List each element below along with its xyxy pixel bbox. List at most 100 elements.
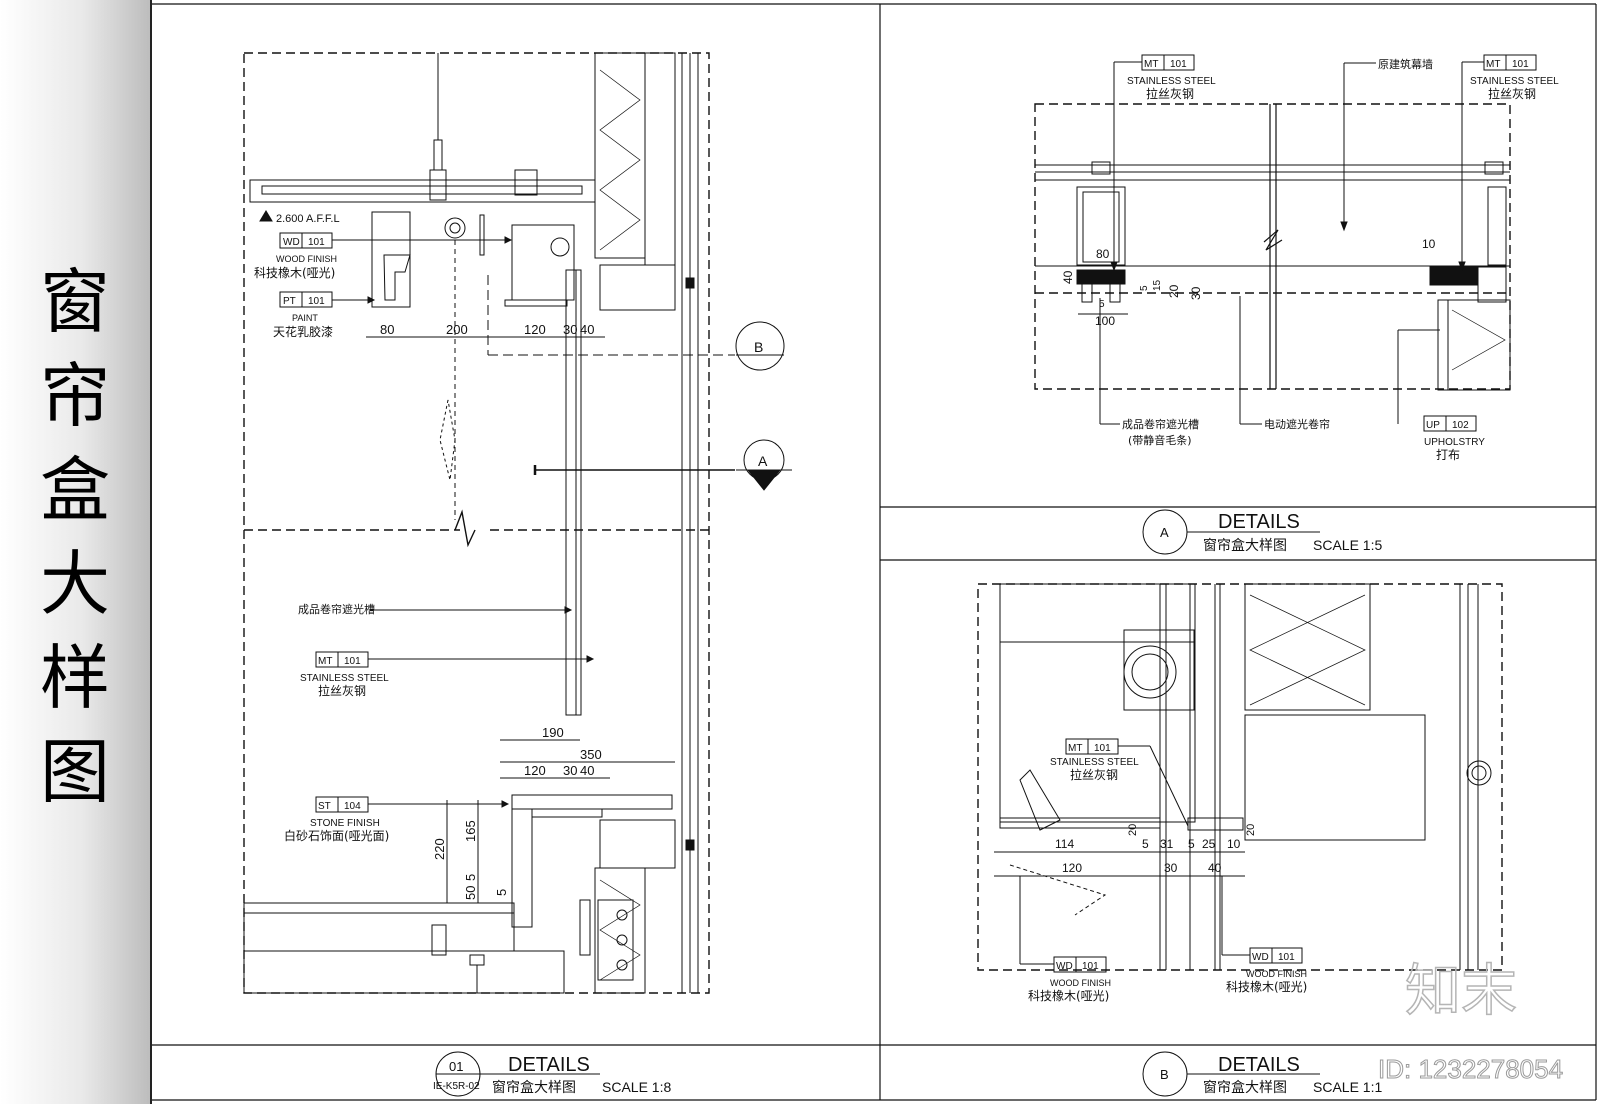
tA-num: A bbox=[1160, 525, 1169, 540]
detail-b-plan bbox=[977, 583, 1503, 971]
a-mt-right-cn: 拉丝灰钢 bbox=[1488, 86, 1536, 101]
mt-tag-num: 101 bbox=[344, 656, 361, 667]
b-wd-left-num: 101 bbox=[1082, 961, 1099, 972]
mt-tag-cn: 拉丝灰钢 bbox=[318, 683, 366, 698]
st-tag-code: ST bbox=[318, 801, 331, 812]
title-block-01: 01 IE-K5R-02 DETAILS 窗帘盒大样图 SCALE 1:8 bbox=[433, 1051, 671, 1097]
st-tag-num: 104 bbox=[344, 801, 361, 812]
pt-tag-en: PAINT bbox=[292, 313, 318, 323]
dim-top-2: 200 bbox=[446, 322, 468, 337]
sheet-title: 窗 帘 盒 大 样 图 bbox=[40, 261, 110, 813]
wd-tag-en: WOOD FINISH bbox=[276, 254, 337, 264]
st-tag-en: STONE FINISH bbox=[310, 818, 380, 829]
a-mt-left-cn: 拉丝灰钢 bbox=[1146, 86, 1194, 101]
wd-tag-cn: 科技橡木(哑光) bbox=[254, 266, 335, 280]
b-mt-code: MT bbox=[1068, 743, 1082, 754]
watermark-logo: 知末 bbox=[1405, 959, 1517, 1024]
dim-bottom-1: 190 bbox=[542, 725, 564, 740]
a-dim-100: 100 bbox=[1095, 314, 1115, 328]
b-wd-right-en: WOOD FINISH bbox=[1246, 969, 1307, 979]
b-mt-num: 101 bbox=[1094, 743, 1111, 754]
a-up-num: 102 bbox=[1452, 420, 1469, 431]
dim-top-4: 30 bbox=[563, 322, 577, 337]
callout-a: A bbox=[758, 453, 768, 469]
a-mt-right-en: STAINLESS STEEL bbox=[1470, 76, 1559, 87]
sheet-title-strip: 窗 帘 盒 大 样 图 bbox=[0, 0, 152, 1104]
a-dim-30: 30 bbox=[1189, 286, 1203, 300]
a-up-en: UPHOLSTRY bbox=[1424, 437, 1485, 448]
a-mt-right-num: 101 bbox=[1512, 59, 1529, 70]
groove-label: 成品卷帘遮光槽 bbox=[298, 602, 375, 616]
wd-tag-num: 101 bbox=[308, 237, 325, 248]
watermark-id: ID: 1232278054 bbox=[1378, 1054, 1563, 1084]
dim-v-5: 5 bbox=[494, 889, 509, 896]
pt-tag-code: PT bbox=[283, 296, 296, 307]
t01-scale: SCALE 1:8 bbox=[602, 1079, 671, 1095]
dim-v-4: 5 bbox=[463, 874, 478, 881]
b-dim-120: 120 bbox=[1062, 861, 1082, 875]
watermark: 知末 ID: 1232278054 bbox=[1378, 958, 1564, 1084]
title-block-a: A DETAILS 窗帘盒大样图 SCALE 1:5 bbox=[1142, 509, 1382, 555]
dim-bottom-2: 350 bbox=[580, 747, 602, 762]
b-mt-en: STAINLESS STEEL bbox=[1050, 757, 1139, 768]
a-blind-label: 电动遮光卷帘 bbox=[1264, 417, 1330, 431]
b-wd-right-num: 101 bbox=[1278, 952, 1295, 963]
a-dim-5b: 5 bbox=[1139, 285, 1150, 291]
detail-01-annotations: 2.600 A.F.F.L WD 101 WOOD FINISH 科技橡木(哑光… bbox=[254, 210, 792, 903]
a-dim-10: 10 bbox=[1422, 237, 1436, 251]
dim-bottom-5: 40 bbox=[580, 763, 594, 778]
tB-num: B bbox=[1160, 1067, 1169, 1082]
dim-v-3: 50 bbox=[463, 886, 478, 900]
b-dim-30: 30 bbox=[1164, 861, 1178, 875]
level-tag: 2.600 A.F.F.L bbox=[276, 213, 340, 225]
sheet-frame bbox=[152, 3, 1597, 1101]
b-dim-114: 114 bbox=[1055, 837, 1074, 851]
a-mt-left-num: 101 bbox=[1170, 59, 1187, 70]
tB-heading: DETAILS bbox=[1218, 1054, 1300, 1076]
a-curtain-wall: 原建筑幕墙 bbox=[1378, 57, 1433, 71]
a-up-code: UP bbox=[1426, 420, 1440, 431]
tB-sub: 窗帘盒大样图 bbox=[1203, 1079, 1287, 1096]
b-dim-25: 25 bbox=[1202, 837, 1216, 851]
a-dim-80: 80 bbox=[1096, 247, 1110, 261]
title-block-b: B DETAILS 窗帘盒大样图 SCALE 1:1 bbox=[1142, 1051, 1382, 1097]
b-dim-v20b: 20 bbox=[1245, 824, 1257, 836]
b-dim-31: 31 bbox=[1160, 837, 1174, 851]
b-wd-right-code: WD bbox=[1252, 952, 1269, 963]
detail-01-section bbox=[243, 52, 735, 994]
mt-tag-code: MT bbox=[318, 656, 332, 667]
dim-top-5: 40 bbox=[580, 322, 594, 337]
tA-heading: DETAILS bbox=[1218, 511, 1300, 533]
dim-top-1: 80 bbox=[380, 322, 394, 337]
b-dim-v20a: 20 bbox=[1127, 824, 1139, 836]
dim-bottom-3: 120 bbox=[524, 763, 546, 778]
a-mt-left-en: STAINLESS STEEL bbox=[1127, 76, 1216, 87]
a-mt-left-code: MT bbox=[1144, 59, 1158, 70]
a-dim-20: 20 bbox=[1167, 284, 1181, 298]
dim-top-3: 120 bbox=[524, 322, 546, 337]
a-groove-label-2: (带静音毛条) bbox=[1128, 433, 1192, 447]
b-dim-40: 40 bbox=[1208, 861, 1222, 875]
a-groove-label-1: 成品卷帘遮光槽 bbox=[1122, 417, 1199, 431]
b-wd-right-cn: 科技橡木(哑光) bbox=[1226, 980, 1307, 994]
detail-a-plan bbox=[1034, 103, 1511, 391]
t01-sub: 窗帘盒大样图 bbox=[492, 1079, 576, 1096]
pt-tag-cn: 天花乳胶漆 bbox=[273, 324, 333, 339]
mt-tag-en: STAINLESS STEEL bbox=[300, 673, 389, 684]
a-dim-5a: 5 bbox=[1099, 299, 1105, 310]
t01-num: 01 bbox=[449, 1059, 463, 1074]
b-mt-cn: 拉丝灰钢 bbox=[1070, 767, 1118, 782]
a-dim-40: 40 bbox=[1061, 270, 1075, 284]
detail-b-annotations: MT 101 STAINLESS STEEL 拉丝灰钢 114 5 31 5 2… bbox=[994, 738, 1307, 1003]
a-up-cn: 打布 bbox=[1436, 448, 1460, 462]
dim-bottom-4: 30 bbox=[563, 763, 577, 778]
tB-scale: SCALE 1:1 bbox=[1313, 1079, 1382, 1095]
b-dim-10: 10 bbox=[1227, 837, 1241, 851]
tA-scale: SCALE 1:5 bbox=[1313, 537, 1382, 553]
t01-heading: DETAILS bbox=[508, 1054, 590, 1076]
a-mt-right-code: MT bbox=[1486, 59, 1500, 70]
detail-a-annotations: MT 101 STAINLESS STEEL 拉丝灰钢 原建筑幕墙 MT 101… bbox=[1061, 54, 1559, 462]
tA-sub: 窗帘盒大样图 bbox=[1203, 537, 1287, 554]
dim-v-1: 220 bbox=[432, 838, 447, 860]
